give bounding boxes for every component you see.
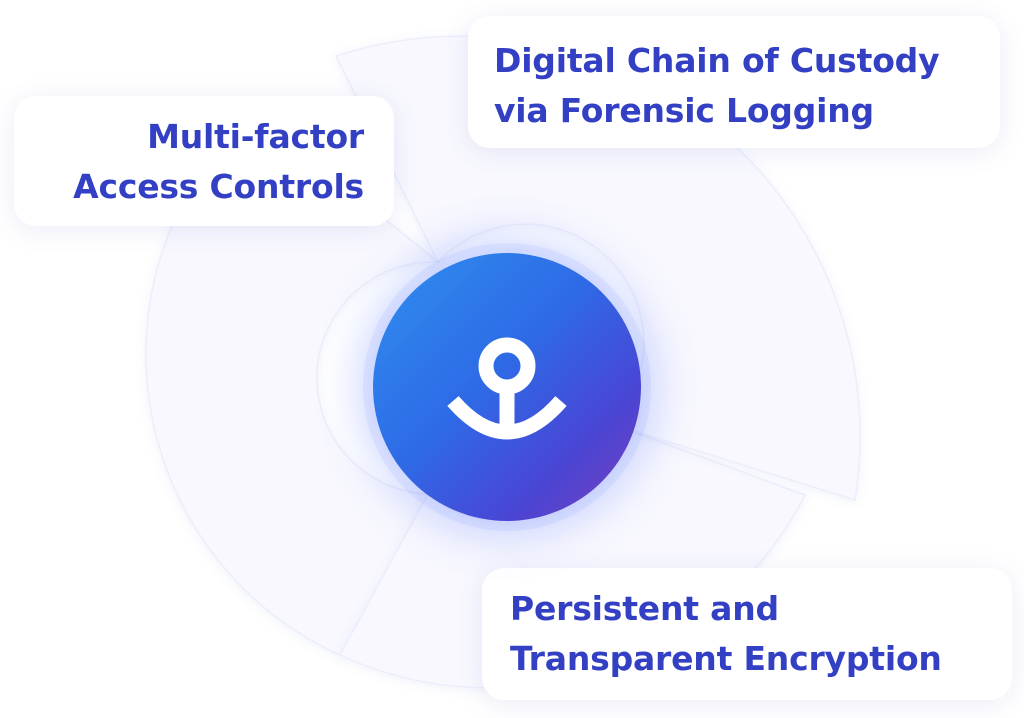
label-line: Digital Chain of Custody	[494, 41, 940, 80]
anchor-person-icon	[447, 337, 567, 440]
label-multi-factor-access-controls: Multi-factor Access Controls	[14, 96, 394, 226]
label-line: via Forensic Logging	[494, 91, 874, 130]
label-line: Persistent and	[510, 589, 779, 628]
label-line: Access Controls	[73, 167, 364, 206]
label-persistent-transparent-encryption: Persistent and Transparent Encryption	[482, 568, 1012, 700]
hub-logo	[373, 253, 641, 521]
label-line: Multi-factor	[147, 117, 364, 156]
label-digital-chain-of-custody: Digital Chain of Custody via Forensic Lo…	[468, 16, 1000, 148]
label-line: Transparent Encryption	[510, 639, 942, 678]
